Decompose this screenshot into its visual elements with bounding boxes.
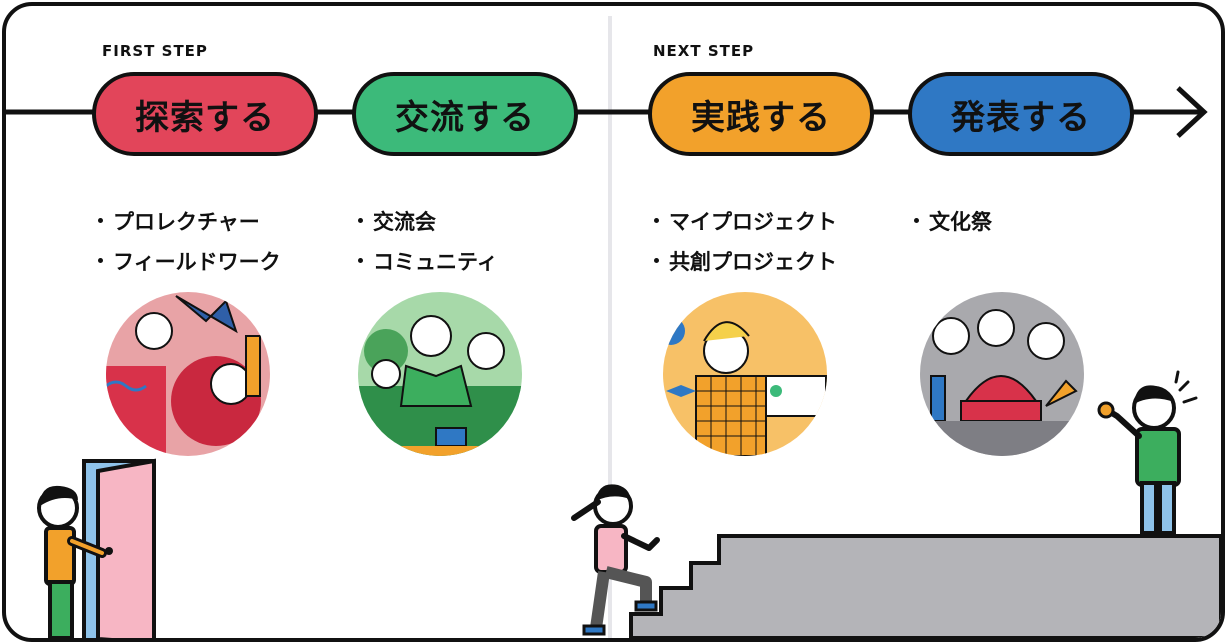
stage-explore-title: 探索する: [135, 90, 275, 139]
stage-explore-pill: 探索する: [92, 72, 318, 156]
present-items: 文化祭: [910, 202, 992, 242]
stage-practice-title: 実践する: [691, 90, 831, 139]
exploring-illustration: [96, 286, 286, 466]
climbing-character: [574, 484, 657, 634]
list-item: プロレクチャー: [94, 202, 281, 242]
explore-items: プロレクチャー フィールドワーク: [94, 202, 281, 282]
practice-illustration: [656, 286, 846, 466]
exchange-items: 交流会 コミュニティ: [354, 202, 498, 282]
list-item: フィールドワーク: [94, 242, 281, 282]
list-item: 文化祭: [910, 202, 992, 242]
list-item: マイプロジェクト: [650, 202, 837, 242]
stage-exchange-title: 交流する: [395, 90, 535, 139]
stage-present-title: 発表する: [951, 90, 1091, 139]
waving-character: [1099, 372, 1196, 533]
presentation-illustration: [911, 286, 1101, 466]
list-item: 共創プロジェクト: [650, 242, 837, 282]
first-step-label: FIRST STEP: [102, 42, 208, 60]
exchange-illustration: [346, 286, 536, 466]
stage-present-pill: 発表する: [908, 72, 1134, 156]
list-item: コミュニティ: [354, 242, 498, 282]
door-character: [39, 461, 154, 638]
practice-items: マイプロジェクト 共創プロジェクト: [650, 202, 837, 282]
stage-practice-pill: 実践する: [648, 72, 874, 156]
list-item: 交流会: [354, 202, 498, 242]
stairs: [631, 536, 1221, 638]
stage-exchange-pill: 交流する: [352, 72, 578, 156]
next-step-label: NEXT STEP: [653, 42, 754, 60]
